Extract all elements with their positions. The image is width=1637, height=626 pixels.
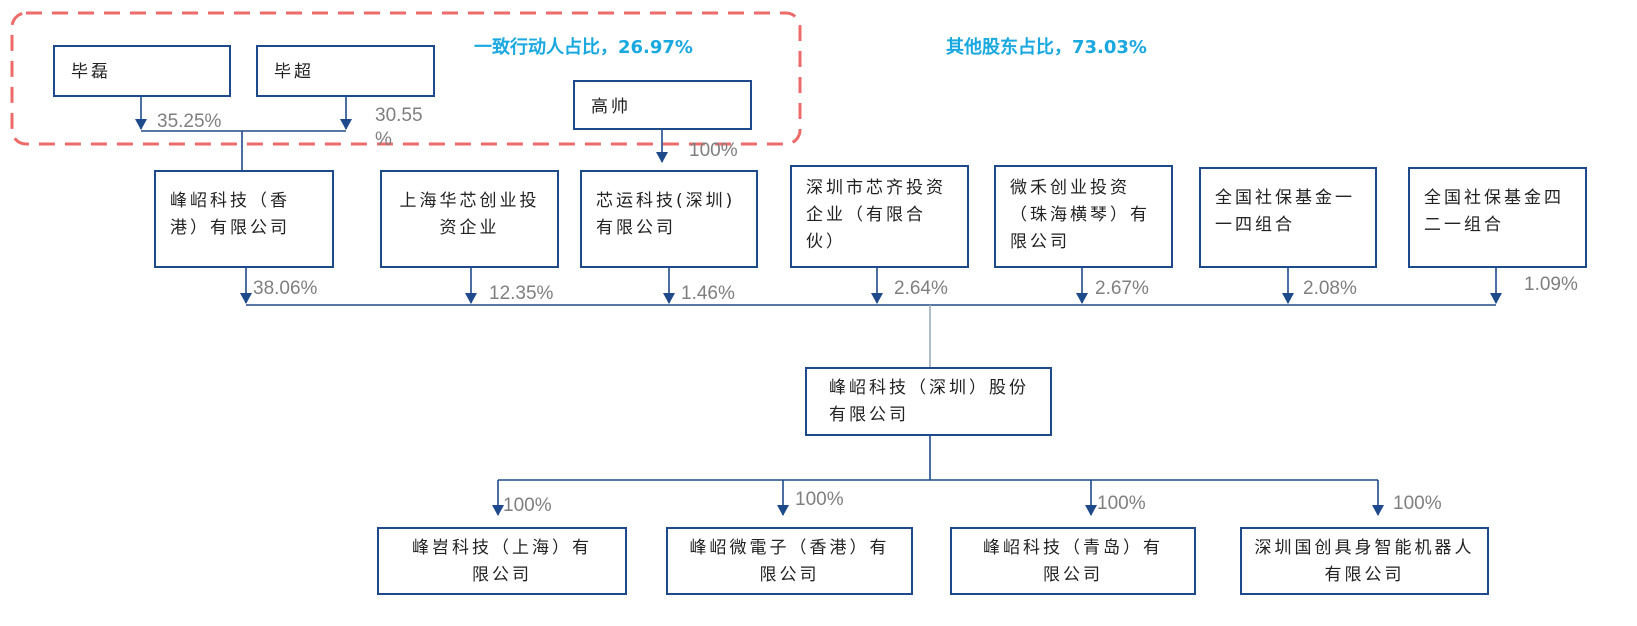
pct-sub-micro-hk: 100% xyxy=(795,489,844,510)
shareholder-box-ssf-114: 全国社保基金一一四组合 xyxy=(1199,167,1377,268)
pct-fengming-hk: 38.06% xyxy=(253,278,318,299)
shareholder-box-shanghai-huaxin: 上海华芯创业投资企业 xyxy=(380,170,559,268)
shareholder-box-shenzhen-xinqi: 深圳市芯齐投资企业（有限合伙） xyxy=(790,165,969,268)
pct-sub-qingdao: 100% xyxy=(1097,493,1146,514)
subsidiary-box-micro-hk: 峰岹微電子（香港）有限公司 xyxy=(666,527,913,595)
concert-party-note: 一致行动人占比，26.97% xyxy=(474,37,693,58)
pct-ssf-114: 2.08% xyxy=(1303,278,1357,299)
subsidiary-box-guochuang: 深圳国创具身智能机器人有限公司 xyxy=(1240,527,1489,595)
pct-shenzhen-xinqi: 2.64% xyxy=(894,278,948,299)
shareholder-box-xinyun: 芯运科技(深圳)有限公司 xyxy=(580,170,758,268)
shareholder-box-ssf-421: 全国社保基金四二一组合 xyxy=(1408,167,1587,268)
pct-xinyun: 1.46% xyxy=(681,283,735,304)
company-box: 峰岹科技（深圳）股份有限公司 xyxy=(805,367,1052,436)
pct-sub-guochuang: 100% xyxy=(1393,493,1442,514)
pct-gao-shuai: 100% xyxy=(689,140,738,161)
shareholder-box-fengming-hk: 峰岹科技（香港）有限公司 xyxy=(154,170,334,268)
other-shareholders-note: 其他股东占比，73.03% xyxy=(946,37,1147,58)
pct-shanghai-huaxin: 12.35% xyxy=(489,283,554,304)
pct-ssf-421: 1.09% xyxy=(1524,274,1578,295)
subsidiary-box-shanghai: 峰岧科技（上海）有限公司 xyxy=(377,527,627,595)
pct-bi-chao-line2: % xyxy=(375,129,392,150)
shareholder-box-bi-lei: 毕磊 xyxy=(53,45,231,97)
shareholder-box-gao-shuai: 高帅 xyxy=(573,80,752,130)
shareholder-box-bi-chao: 毕超 xyxy=(256,45,435,97)
pct-bi-lei: 35.25% xyxy=(157,111,222,132)
subsidiary-box-qingdao: 峰岹科技（青岛）有限公司 xyxy=(950,527,1196,595)
pct-sub-shanghai: 100% xyxy=(503,495,552,516)
shareholder-box-weihe: 微禾创业投资（珠海横琴）有限公司 xyxy=(994,165,1173,268)
pct-weihe: 2.67% xyxy=(1095,278,1149,299)
pct-bi-chao-line1: 30.55 xyxy=(375,105,423,126)
concert-party-highlight-frame xyxy=(10,11,802,146)
